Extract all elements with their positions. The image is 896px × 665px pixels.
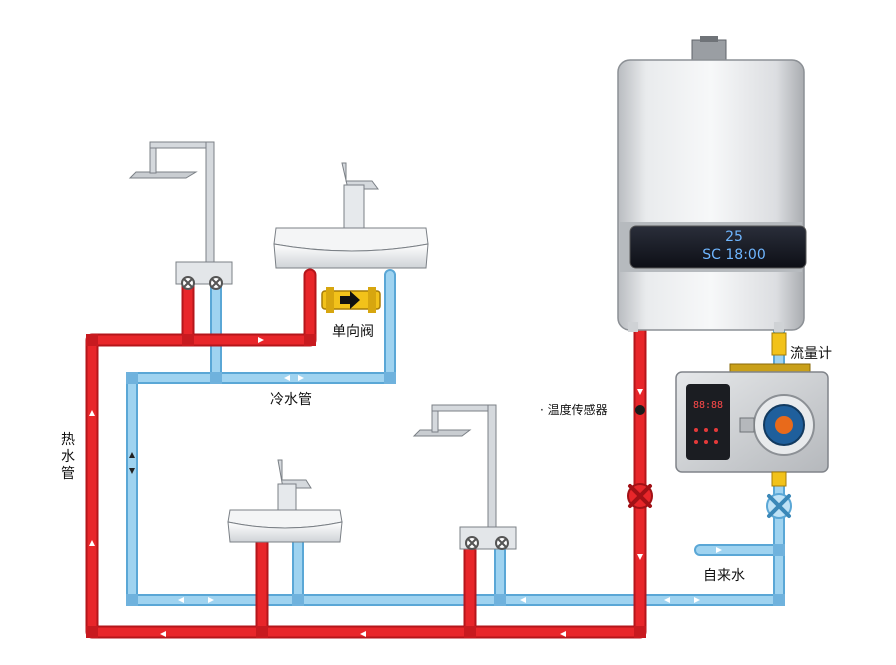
shower-bottom — [412, 404, 517, 550]
controller-outlet — [771, 471, 787, 487]
check-valve — [321, 287, 381, 313]
tap-water-label: 自来水 — [703, 568, 745, 584]
arrow-right-icon — [716, 547, 722, 553]
hot-water-pipes — [85, 268, 647, 639]
arrow-right-icon — [340, 291, 360, 309]
arrow-right-icon — [208, 597, 214, 603]
pipe-joints — [86, 334, 785, 638]
heater-display-status: SC 18:00 — [702, 247, 766, 263]
arrow-left-icon — [664, 597, 670, 603]
arrow-right-icon — [298, 375, 304, 381]
arrow-left-icon — [360, 631, 366, 637]
controller-display: 88:88 — [692, 400, 724, 411]
arrow-left-icon — [520, 597, 526, 603]
arrow-left-icon — [178, 597, 184, 603]
arrow-up-icon — [89, 410, 95, 416]
basin-top — [273, 162, 429, 269]
flow-arrows — [89, 337, 643, 637]
arrow-left-icon — [284, 375, 290, 381]
heater-display-temperature: 25 — [725, 229, 743, 245]
flow-meter-label: 流量计 — [790, 346, 832, 362]
arrow-down-icon — [637, 554, 643, 560]
cold-pipe-label: 冷水管 — [270, 392, 312, 408]
arrow-left-icon — [160, 631, 166, 637]
arrow-down-icon — [129, 468, 135, 474]
hot-pipe-label: 热水管 — [61, 432, 75, 482]
shower-top-left — [128, 141, 233, 290]
temperature-sensor-icon — [635, 405, 645, 415]
arrow-up-icon — [89, 540, 95, 546]
arrow-up-icon — [129, 452, 135, 458]
circulation-controller — [675, 371, 829, 473]
arrow-left-icon — [560, 631, 566, 637]
shutoff-valve-hot — [627, 483, 653, 509]
temperature-sensor-label: · 温度传感器 — [540, 403, 608, 417]
arrow-right-icon — [694, 597, 700, 603]
mixing-valve-icon — [181, 276, 223, 290]
basin-bottom — [227, 459, 343, 543]
arrow-right-icon — [258, 337, 264, 343]
check-valve-label: 单向阀 — [332, 324, 374, 340]
shutoff-valve-cold — [766, 493, 792, 519]
mixing-valve-icon — [465, 536, 509, 550]
water-heater — [617, 36, 807, 332]
arrow-down-icon — [637, 389, 643, 395]
